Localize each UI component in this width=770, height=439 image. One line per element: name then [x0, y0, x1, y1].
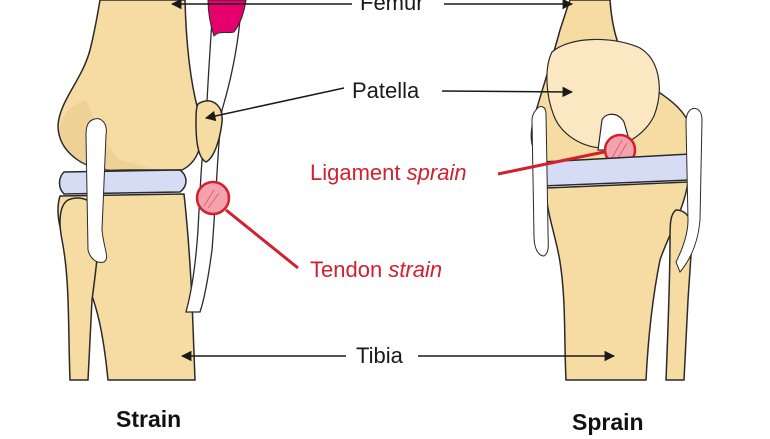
tendon-strain-pointer	[225, 208, 299, 270]
left-meniscus	[58, 169, 187, 195]
patella-label: Patella	[352, 78, 420, 103]
sprain-caption: Sprain	[572, 409, 644, 435]
patella-arrow-right	[441, 86, 574, 98]
left-collateral-ligament	[85, 118, 108, 263]
right-knee	[530, 0, 703, 381]
ligament-sprain-pointer	[497, 150, 605, 176]
femur-label: Femur	[360, 0, 424, 15]
right-medial-ligament	[531, 106, 549, 257]
left-quadriceps-muscle	[207, 0, 247, 37]
ligament-sprain-word: Ligament	[310, 160, 401, 185]
right-lateral-ligament	[675, 107, 703, 273]
tendon-strain-label: Tendon strain	[310, 259, 442, 281]
tibia-label: Tibia	[356, 343, 403, 368]
left-knee	[57, 0, 247, 381]
ligament-sprain-emphasis: sprain	[406, 160, 467, 185]
leader-lines	[170, 0, 616, 362]
right-patella	[546, 38, 660, 149]
tendon-strain-marker	[195, 180, 231, 216]
ligament-sprain-label: Ligament sprain	[310, 162, 467, 184]
tendon-strain-word: Tendon	[310, 257, 383, 282]
patella-arrow-left	[204, 87, 345, 122]
left-patellar-tendon	[185, 19, 241, 313]
strain-caption: Strain	[116, 406, 182, 432]
tendon-strain-emphasis: strain	[388, 257, 443, 282]
